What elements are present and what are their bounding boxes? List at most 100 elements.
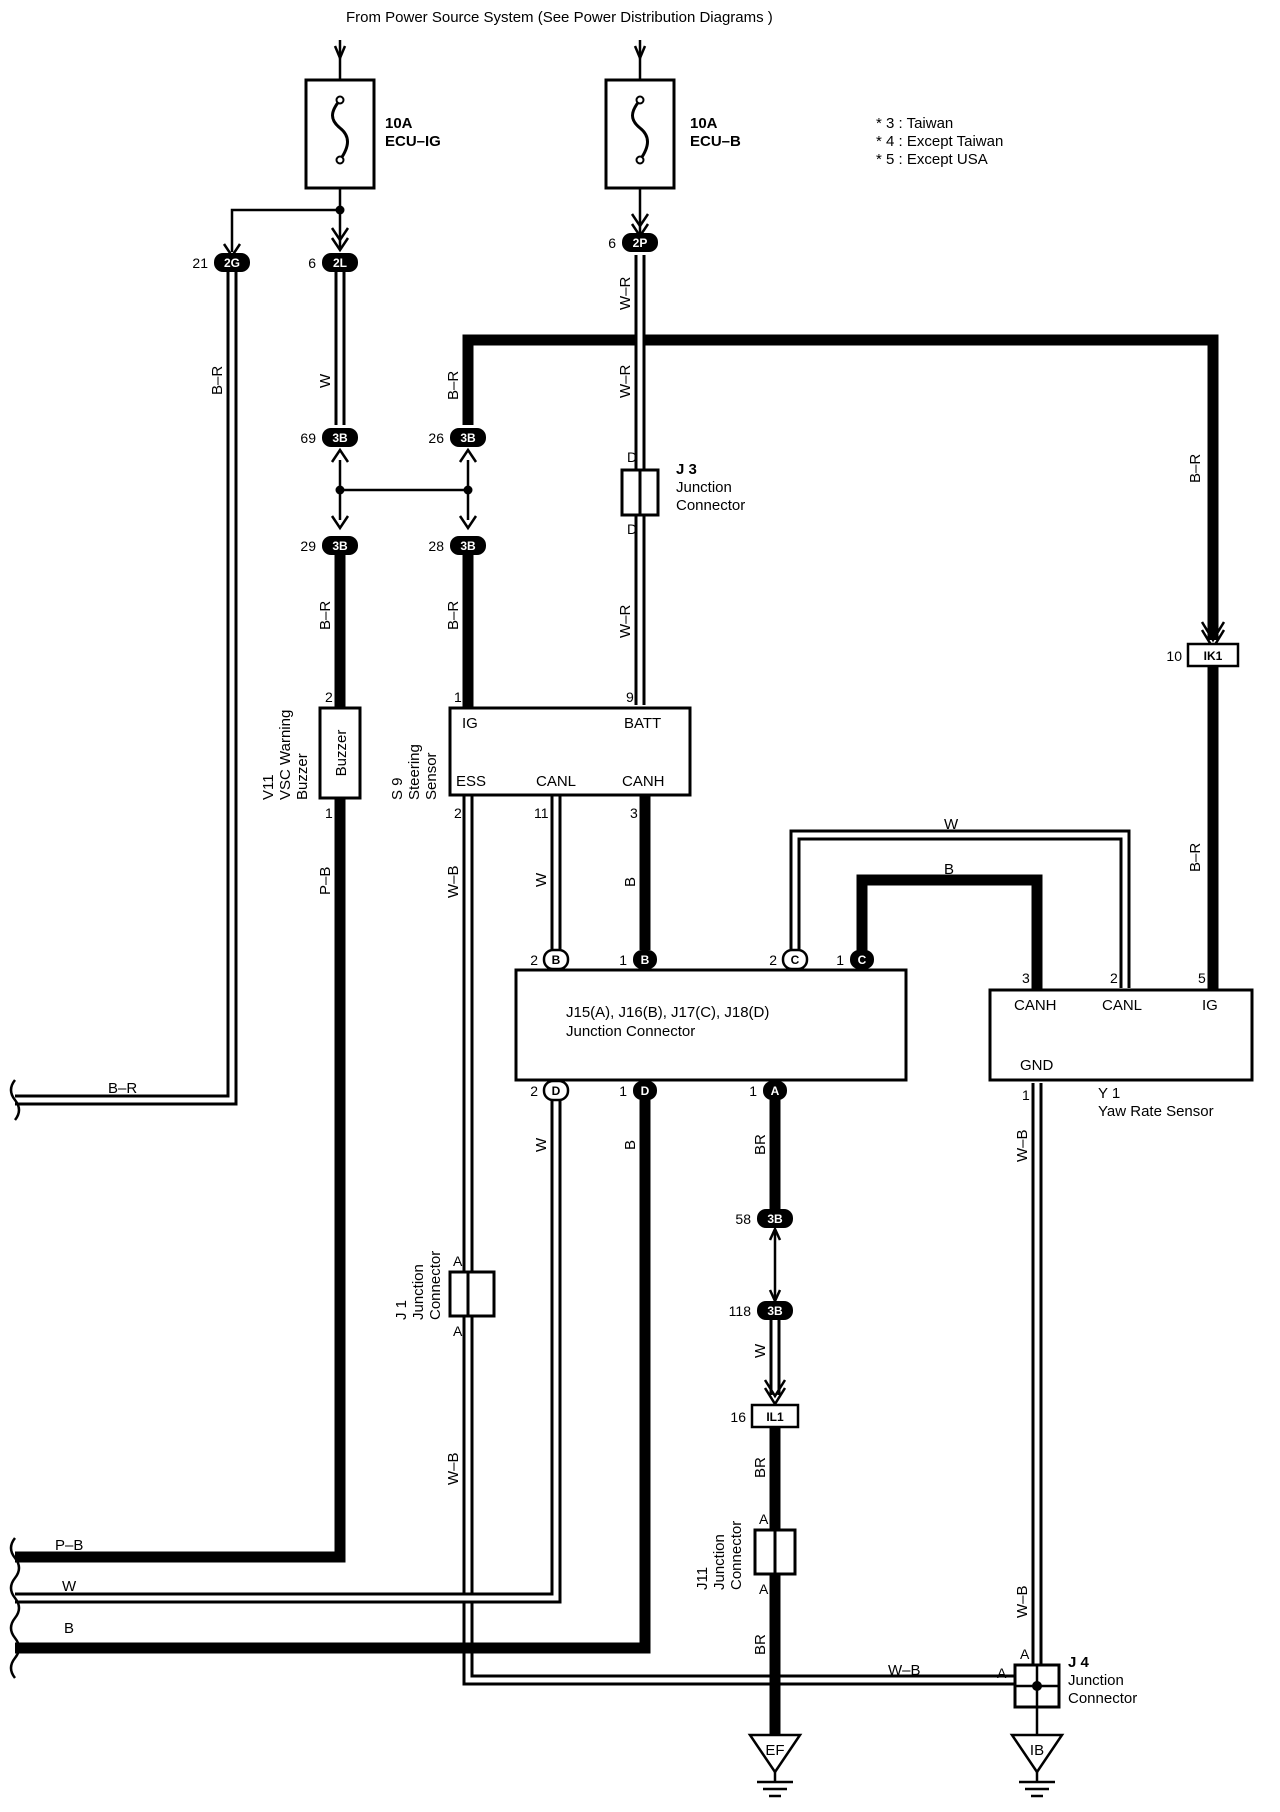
j4-id: J 4 [1068, 1654, 1090, 1671]
wc-p-b-2: P–B [55, 1537, 83, 1554]
steering-name-1: Steering [406, 744, 423, 800]
wc-br-3: BR [752, 1634, 769, 1655]
steering-t-canh: CANH [622, 773, 665, 790]
note-taiwan: * 3 : Taiwan [876, 115, 953, 132]
j11-id: J11 [694, 1567, 711, 1590]
wc-p-b-1: P–B [317, 867, 334, 895]
connector-3b-29-id: 3B [332, 539, 348, 553]
connector-2l: 2L 6 [308, 253, 358, 272]
wc-br-1: BR [752, 1134, 769, 1155]
wire-b-yaw-canh [856, 874, 1043, 990]
j3-name-1: Junction [676, 479, 732, 496]
jc-pin-c2: C 2 [769, 948, 809, 971]
steering-p-ig: 1 [454, 689, 462, 705]
jc-pin-d2: D 2 [530, 1079, 570, 1102]
junction-j11: A A J11 Junction Connector [694, 1511, 797, 1597]
j11-pin-bottom: A [759, 1581, 769, 1597]
wc-w-r-1: W–R [617, 277, 634, 311]
connector-3b-118-pin: 118 [729, 1303, 752, 1319]
jc-a1-pin: 1 [749, 1083, 757, 1099]
wc-w-b-5: W–B [888, 1662, 921, 1679]
power-source-note: From Power Source System (See Power Dist… [346, 9, 773, 26]
yaw-rate-sensor: CANH CANL IG GND 3 2 5 1 Y 1 Yaw Rate Se… [988, 970, 1254, 1120]
yaw-p-canh: 3 [1022, 970, 1030, 986]
fuse-b-rating: 10A [690, 115, 718, 132]
jc-b1-pin: 1 [619, 952, 627, 968]
wc-b-1: B [944, 861, 954, 878]
jc-pin-c1: C 1 [836, 950, 874, 969]
ground-ib-label: IB [1030, 1742, 1044, 1759]
steering-sensor: IG BATT ESS CANL CANH 1 9 2 11 3 S 9 Ste… [389, 689, 692, 821]
steering-p-canh: 3 [630, 805, 638, 821]
connector-3b-26-pin: 26 [428, 430, 444, 446]
wc-w-b-4: W–B [1014, 1585, 1031, 1618]
connector-3b-58: 3B 58 [735, 1209, 793, 1228]
jc-main-line1: J15(A), J16(B), J17(C), J18(D) [566, 1004, 769, 1021]
fuse-ecu-ig: 10A ECU–IG [304, 78, 441, 190]
connector-3b-69-id: 3B [332, 431, 348, 445]
wc-b-r-2: B–R [445, 371, 462, 400]
j3-pin-bottom: D [627, 521, 637, 537]
connector-3b-69-pin: 69 [300, 430, 316, 446]
ground-ef: EF [747, 1733, 803, 1798]
connector-3b-28-pin: 28 [428, 538, 444, 554]
wc-w-6: W [62, 1578, 77, 1595]
fuse-ig-rating: 10A [385, 115, 413, 132]
connector-ik1-pin: 10 [1166, 648, 1182, 664]
j11-name-2: Connector [728, 1521, 745, 1590]
yaw-t-ig: IG [1202, 997, 1218, 1014]
connector-2l-pin: 6 [308, 255, 316, 271]
connector-3b-58-id: 3B [767, 1212, 783, 1226]
connector-2g: 2G 21 [192, 253, 250, 272]
j11-name-1: Junction [711, 1534, 728, 1590]
connector-il1-pin: 16 [730, 1409, 746, 1425]
wc-w-b-1: W–B [445, 865, 462, 898]
connector-il1: IL1 16 [730, 1403, 800, 1429]
wire-b-left [15, 1092, 651, 1654]
j4-pin-top: A [1020, 1646, 1030, 1662]
connector-ik1-id: IK1 [1204, 649, 1223, 663]
connector-3b-28-id: 3B [460, 539, 476, 553]
j1-name-1: Junction [410, 1264, 427, 1320]
buzzer-name-1: VSC Warning [277, 710, 294, 800]
wc-w-2: W [944, 816, 959, 833]
steering-id: S 9 [389, 777, 406, 800]
wc-w-r-3: W–R [617, 605, 634, 639]
connector-3b-29-pin: 29 [300, 538, 316, 554]
connector-2p-pin: 6 [608, 235, 616, 251]
steering-p-ess: 2 [454, 805, 462, 821]
wire-p-b [15, 798, 346, 1563]
break-marks [9, 1079, 21, 1679]
yaw-t-gnd: GND [1020, 1057, 1054, 1074]
ground-ef-label: EF [765, 1742, 784, 1759]
connector-2p: 2P 6 [608, 233, 658, 252]
j3-pin-top: D [627, 449, 637, 465]
j4-pin-left: A [997, 1665, 1007, 1681]
connector-3b-69: 3B 69 [300, 428, 358, 447]
connector-3b-118: 3B 118 [729, 1301, 793, 1320]
wc-b-r-5: B–R [445, 601, 462, 630]
j1-name-2: Connector [427, 1251, 444, 1320]
j4-name-1: Junction [1068, 1672, 1124, 1689]
jc-d1-id: D [641, 1084, 650, 1098]
jc-d1-pin: 1 [619, 1083, 627, 1099]
yaw-p-gnd: 1 [1022, 1087, 1030, 1103]
yaw-p-ig: 5 [1198, 970, 1206, 986]
connector-3b-28: 3B 28 [428, 536, 486, 555]
wire-w-left [15, 1092, 562, 1604]
wc-w-r-2: W–R [617, 365, 634, 399]
note-except-taiwan: * 4 : Except Taiwan [876, 133, 1003, 150]
junction-connector-main: J15(A), J16(B), J17(C), J18(D) Junction … [514, 968, 908, 1082]
buzzer-pin-bottom: 1 [325, 805, 333, 821]
wc-w-3: W [533, 872, 550, 887]
notes: * 3 : Taiwan * 4 : Except Taiwan * 5 : E… [876, 115, 1003, 168]
yaw-name: Yaw Rate Sensor [1098, 1103, 1214, 1120]
wc-b-r-3: B–R [1187, 454, 1204, 483]
wc-w-b-3: W–B [445, 1452, 462, 1485]
j1-pin-top: A [453, 1253, 463, 1269]
jc-c1-pin: 1 [836, 952, 844, 968]
connector-2g-id: 2G [224, 256, 240, 270]
j1-id: J 1 [393, 1300, 410, 1320]
jc-c1-id: C [858, 953, 867, 967]
buzzer-id: V11 [260, 774, 277, 800]
